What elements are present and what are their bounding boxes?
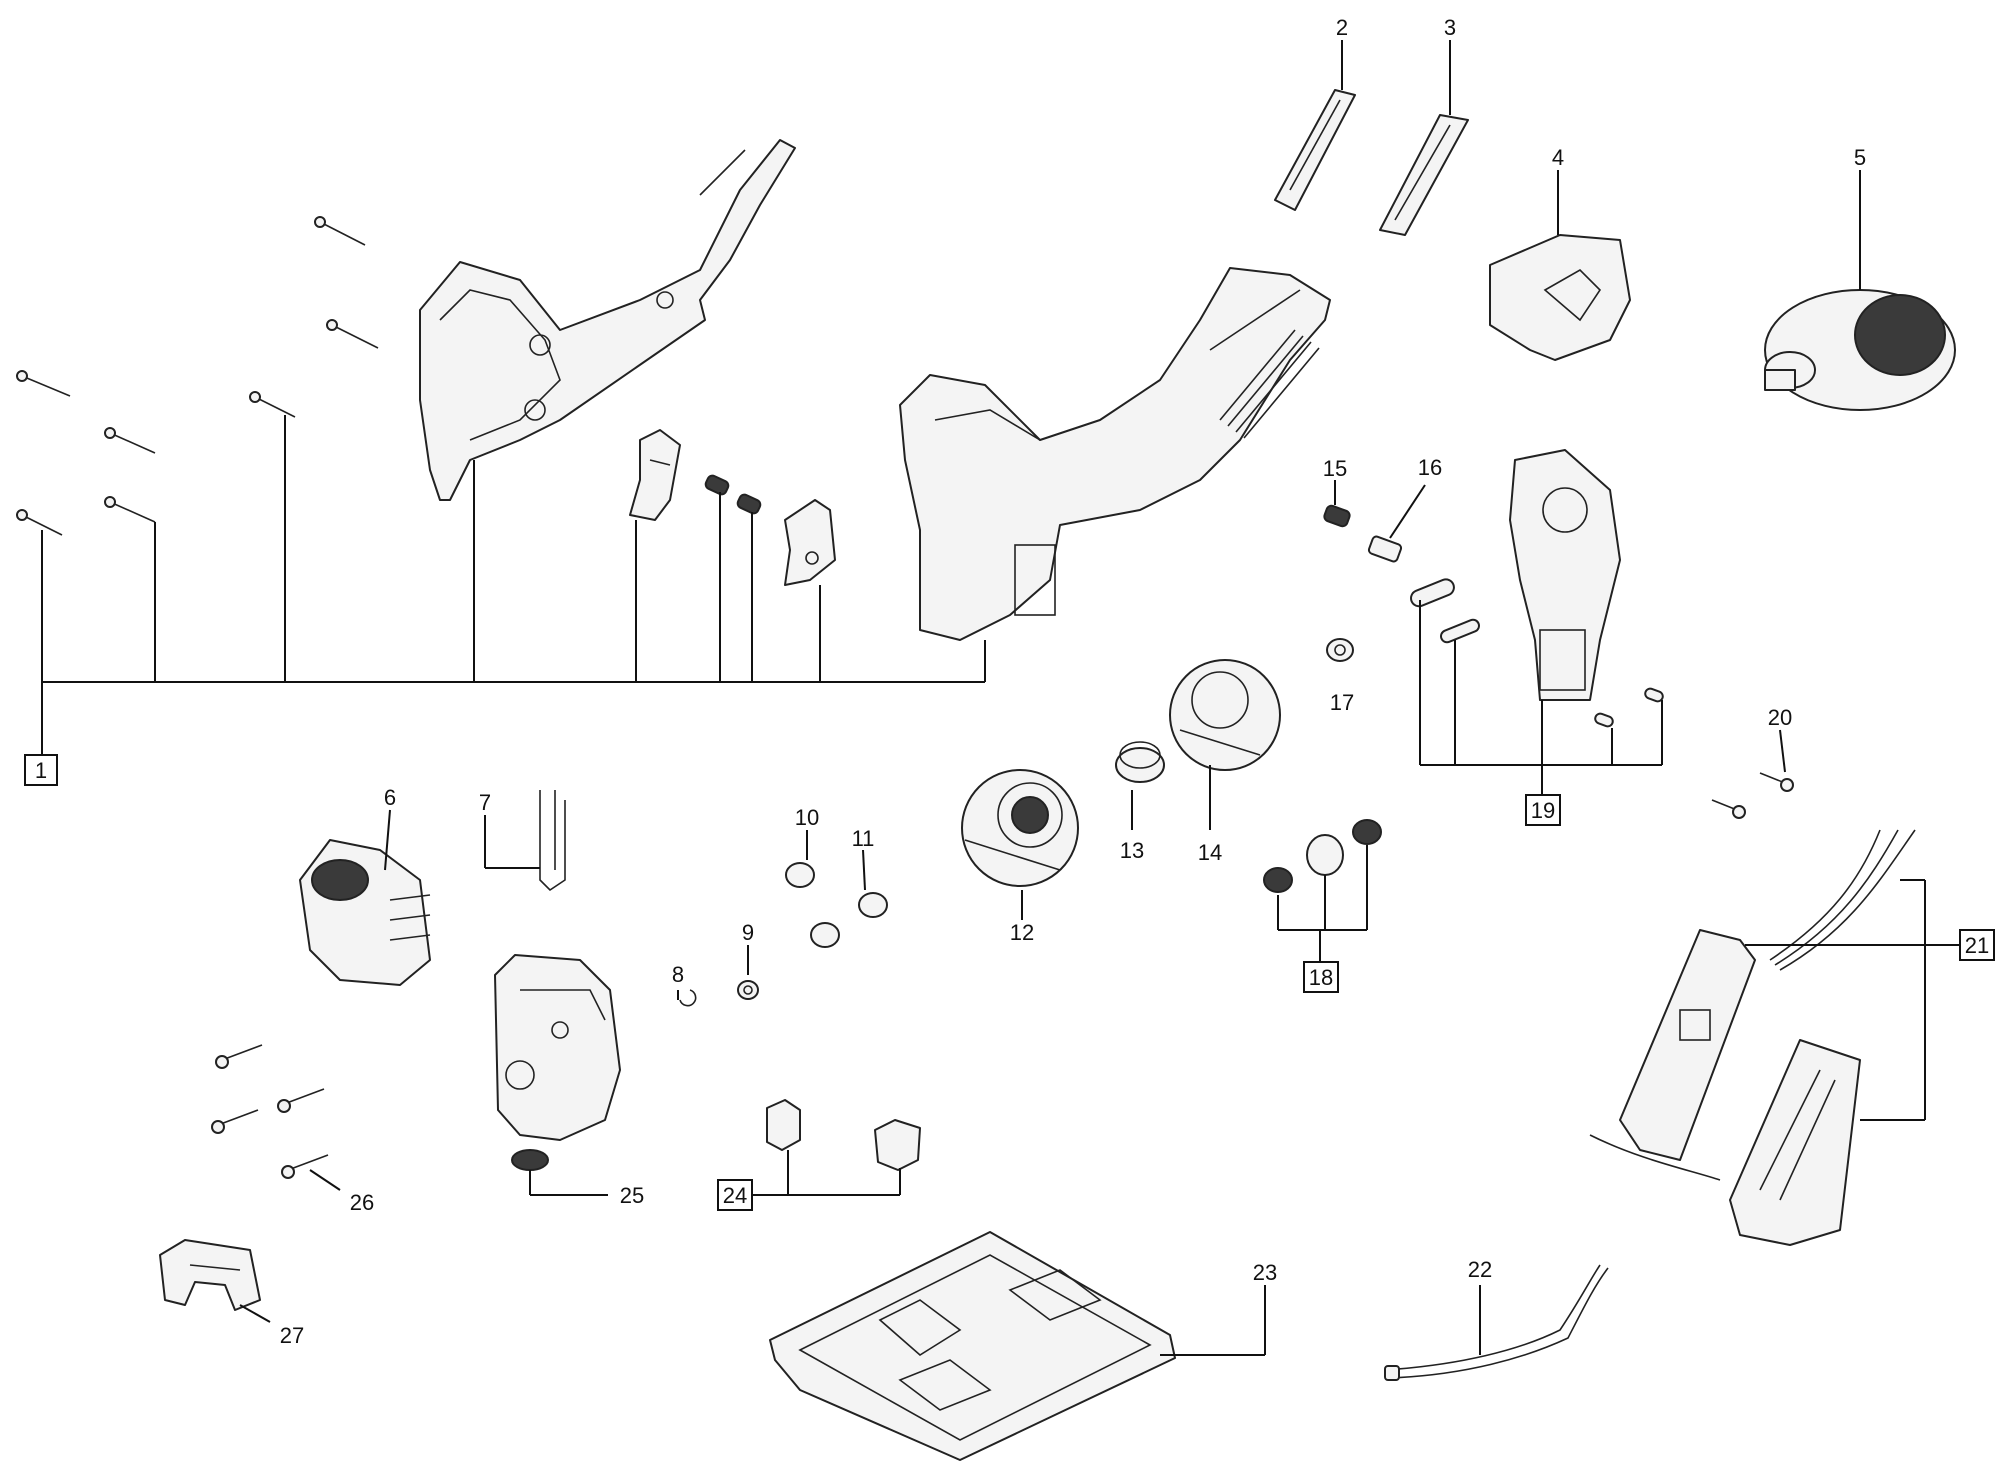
callout-6: 6	[384, 785, 396, 810]
part-group-1: 1	[16, 139, 1331, 786]
part-22: 22	[1384, 1257, 1609, 1381]
callout-9: 9	[742, 920, 754, 945]
part-4: 4	[1489, 145, 1631, 361]
callout-13: 13	[1120, 838, 1144, 863]
callout-7: 7	[479, 790, 491, 815]
callout-2: 2	[1336, 15, 1348, 40]
callout-18: 18	[1309, 965, 1333, 990]
callout-22: 22	[1468, 1257, 1492, 1282]
bracket-part	[784, 499, 836, 586]
group-1-leaders	[41, 415, 986, 755]
callout-box-21	[1959, 929, 1995, 961]
switch-part	[629, 429, 681, 521]
callout-26: 26	[350, 1190, 374, 1215]
callout-25: 25	[620, 1183, 644, 1208]
part-14: 14	[1169, 659, 1281, 865]
spring-part	[704, 474, 762, 515]
screw-part	[16, 216, 379, 536]
callout-11: 11	[852, 826, 875, 851]
callout-23: 23	[1253, 1260, 1277, 1285]
part-5: 5	[1764, 145, 1956, 411]
part-9: 9	[737, 920, 759, 1000]
part-24: 24	[717, 1099, 921, 1211]
callout-1: 1	[35, 758, 47, 783]
callout-5: 5	[1854, 145, 1866, 170]
part-23: 23	[769, 1231, 1277, 1461]
callout-15: 15	[1323, 456, 1347, 481]
part-16: 16	[1367, 455, 1442, 563]
callout-20: 20	[1768, 705, 1792, 730]
part-25: 25	[494, 954, 644, 1208]
callout-14: 14	[1198, 840, 1222, 865]
part-17: 17	[1326, 638, 1354, 715]
callout-3: 3	[1444, 15, 1456, 40]
callout-4: 4	[1552, 145, 1564, 170]
left-housing-half-part	[419, 139, 796, 501]
vent-slots	[1219, 329, 1320, 439]
callout-27: 27	[280, 1323, 304, 1348]
callout-24: 24	[723, 1183, 747, 1208]
part-7: 7	[479, 790, 566, 892]
part-2: 2	[1274, 15, 1356, 211]
callout-box-19	[1525, 794, 1561, 826]
callout-box-24	[717, 1179, 753, 1211]
part-11: 11	[852, 826, 888, 918]
part-12: 12	[961, 769, 1079, 945]
part-20: 20	[1711, 705, 1794, 819]
callout-21: 21	[1965, 933, 1989, 958]
callout-10: 10	[795, 805, 819, 830]
part-3: 3	[1379, 15, 1469, 236]
part-6: 6	[299, 785, 431, 986]
callout-8: 8	[672, 962, 684, 987]
callout-box-1	[24, 754, 58, 786]
part-19: 19	[1410, 449, 1664, 826]
part-8: 8	[672, 962, 697, 1007]
callout-box-18	[1303, 961, 1339, 993]
part-10: 10	[785, 805, 840, 948]
part-27: 27	[159, 1239, 304, 1348]
callout-17: 17	[1330, 690, 1354, 715]
part-18: 18	[1263, 819, 1382, 993]
callout-12: 12	[1010, 920, 1034, 945]
part-15: 15	[1323, 456, 1351, 528]
callout-19: 19	[1531, 798, 1555, 823]
right-housing-half-part	[899, 267, 1331, 641]
part-13: 13	[1115, 741, 1165, 863]
part-21: 21	[1589, 829, 1995, 1246]
part-26: 26	[211, 1044, 374, 1215]
callout-16: 16	[1418, 455, 1442, 480]
